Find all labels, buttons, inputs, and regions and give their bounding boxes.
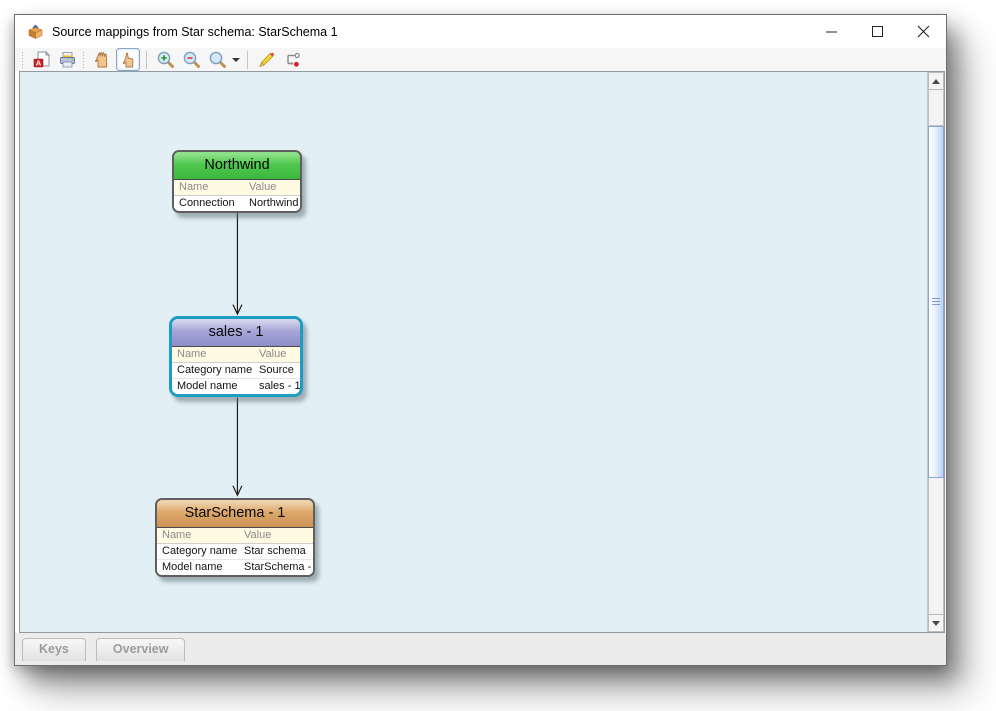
close-button[interactable] bbox=[900, 15, 946, 48]
export-pdf-icon: A bbox=[33, 50, 50, 68]
arrowhead-icon bbox=[232, 304, 243, 316]
column-header: Name bbox=[172, 347, 254, 363]
window-title: Source mappings from Star schema: StarSc… bbox=[52, 24, 338, 39]
column-header: Value bbox=[244, 180, 300, 196]
pan-hand-icon bbox=[95, 51, 108, 67]
app-window: Source mappings from Star schema: StarSc… bbox=[14, 14, 947, 666]
table-row: Category name Source bbox=[172, 362, 300, 379]
table-row: Model name StarSchema - 1 bbox=[157, 559, 313, 575]
scrollbar-track[interactable] bbox=[928, 90, 944, 126]
node-property-table: Name Value Category name Source Model na… bbox=[172, 347, 300, 394]
diagram-node-sales[interactable]: sales - 1 Name Value Category name Sourc… bbox=[169, 316, 303, 397]
connector-trace-button[interactable] bbox=[280, 48, 304, 71]
table-row: Model name sales - 1 bbox=[172, 378, 300, 394]
zoom-in-icon bbox=[157, 51, 174, 68]
export-pdf-button[interactable]: A bbox=[29, 48, 53, 71]
zoom-button[interactable] bbox=[205, 48, 229, 71]
column-header: Name bbox=[157, 528, 239, 544]
zoom-out-button[interactable] bbox=[179, 48, 203, 71]
column-header: Value bbox=[239, 528, 313, 544]
zoom-in-button[interactable] bbox=[153, 48, 177, 71]
node-title: Northwind bbox=[174, 152, 300, 180]
diagram-node-starschema[interactable]: StarSchema - 1 Name Value Category name … bbox=[155, 498, 315, 577]
caption-buttons bbox=[808, 15, 946, 48]
toolbar-grip[interactable] bbox=[21, 51, 24, 68]
pointer-hand-icon bbox=[122, 52, 134, 67]
diagram-edges bbox=[232, 212, 243, 497]
zoom-dropdown-button[interactable] bbox=[230, 49, 242, 70]
scroll-up-button[interactable] bbox=[928, 72, 944, 90]
pointer-tool-button[interactable] bbox=[116, 48, 140, 71]
toolbar-grip[interactable] bbox=[82, 51, 85, 68]
toolbar: A bbox=[15, 48, 946, 71]
print-icon bbox=[59, 52, 75, 68]
node-title: sales - 1 bbox=[172, 319, 300, 347]
node-property-table: Name Value Connection Northwind bbox=[174, 180, 300, 211]
toolbar-separator bbox=[247, 50, 248, 69]
scroll-down-button[interactable] bbox=[928, 614, 944, 632]
edit-tool-button[interactable] bbox=[254, 48, 278, 71]
diagram-node-northwind[interactable]: Northwind Name Value Connection Northwin… bbox=[172, 150, 302, 213]
title-bar: Source mappings from Star schema: StarSc… bbox=[15, 15, 946, 48]
arrow-up-icon bbox=[932, 78, 940, 84]
vertical-scrollbar[interactable] bbox=[927, 72, 944, 632]
node-property-table: Name Value Category name Star schema Mod… bbox=[157, 528, 313, 575]
svg-text:A: A bbox=[35, 59, 41, 68]
maximize-button[interactable] bbox=[854, 15, 900, 48]
diagram-canvas[interactable]: Northwind Name Value Connection Northwin… bbox=[19, 71, 945, 633]
tab-keys[interactable]: Keys bbox=[22, 638, 86, 661]
schema-box-icon bbox=[27, 24, 44, 40]
pan-tool-button[interactable] bbox=[90, 48, 114, 71]
table-row: Connection Northwind bbox=[174, 195, 300, 211]
edit-pencil-icon bbox=[258, 52, 274, 68]
table-row: Category name Star schema bbox=[157, 543, 313, 560]
zoom-out-icon bbox=[183, 51, 200, 68]
print-button[interactable] bbox=[55, 48, 79, 71]
arrow-down-icon bbox=[932, 620, 940, 626]
bottom-tab-strip: Keys Overview bbox=[15, 633, 946, 665]
column-header: Value bbox=[254, 347, 300, 363]
scrollbar-track[interactable] bbox=[928, 478, 944, 614]
column-header: Name bbox=[174, 180, 244, 196]
arrowhead-icon bbox=[232, 485, 243, 497]
tab-overview[interactable]: Overview bbox=[95, 638, 186, 661]
toolbar-separator bbox=[146, 50, 147, 69]
zoom-icon bbox=[209, 51, 226, 68]
connector-trace-icon bbox=[286, 52, 300, 67]
node-title: StarSchema - 1 bbox=[157, 500, 313, 528]
scrollbar-thumb[interactable] bbox=[928, 126, 944, 478]
minimize-button[interactable] bbox=[808, 15, 854, 48]
chevron-down-icon bbox=[232, 57, 240, 62]
